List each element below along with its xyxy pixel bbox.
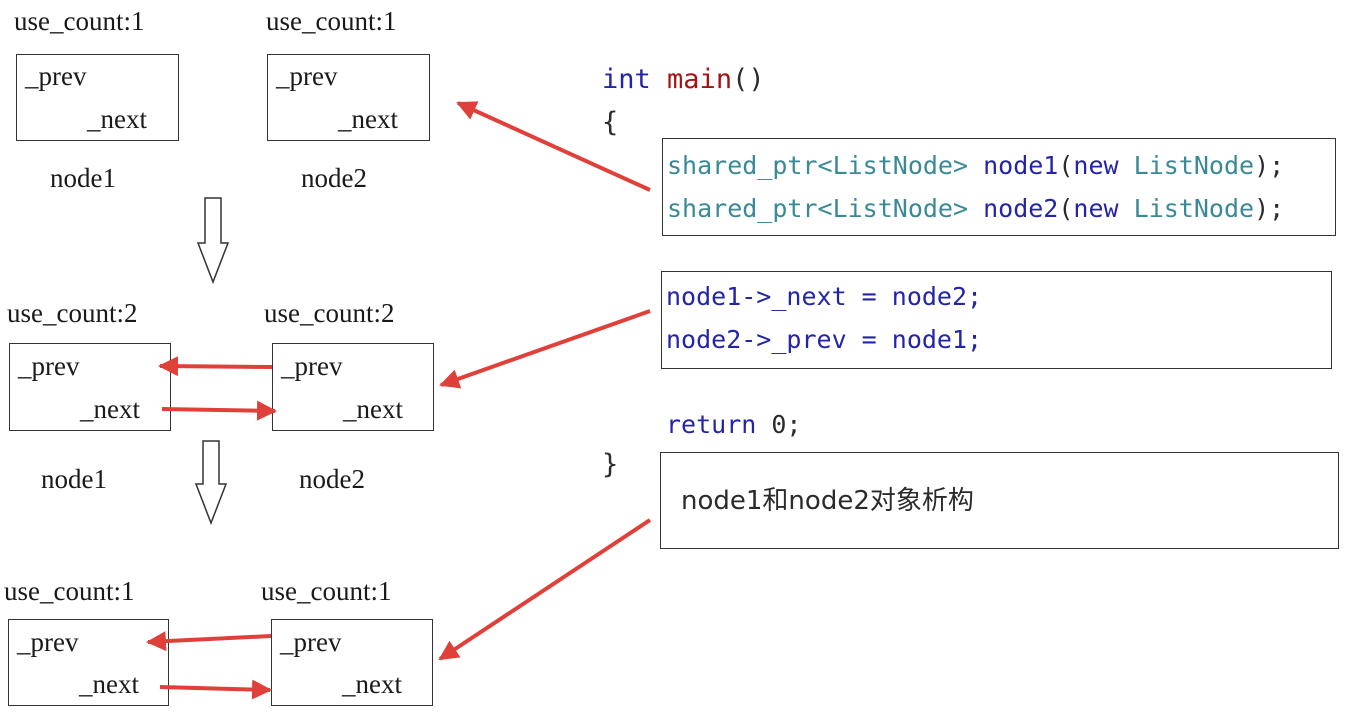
code-line2-var: node2	[983, 194, 1059, 223]
code-return-value: 0;	[771, 410, 802, 439]
code-line-assign-next: node1->_next = node2;	[666, 282, 983, 311]
code-line1-new-keyword: new	[1073, 151, 1119, 180]
code-line-create-node2: shared_ptr<ListNode> node2(new ListNode)…	[667, 194, 1284, 224]
stage-transition-arrow-2	[194, 440, 228, 526]
callout-arrow-create	[456, 101, 651, 192]
stage2-node1-box: _prev _next	[9, 343, 171, 431]
stage2-node2-use-count: use_count:2	[264, 298, 395, 328]
stage1-node2-name: node2	[301, 163, 367, 193]
stage2-node1-use-count: use_count:2	[7, 298, 138, 328]
stage3-node1-next-field: _next	[79, 669, 139, 699]
code-int-keyword: int	[602, 64, 651, 95]
stage1-node1-name: node1	[50, 163, 116, 193]
stage1-node1-next-field: _next	[87, 104, 147, 134]
stage3-node2-box: _prev _next	[271, 619, 433, 706]
destruct-note-text: node1和node2对象析构	[681, 486, 974, 516]
callout-arrow-destruct	[438, 518, 652, 661]
stage3-node1-box: _prev _next	[8, 619, 169, 706]
code-brace-close: }	[602, 449, 619, 480]
code-block-create-nodes: shared_ptr<ListNode> node1(new ListNode)…	[662, 138, 1336, 236]
code-block-link-nodes: node1->_next = node2; node2->_prev = nod…	[661, 271, 1332, 369]
code-brace-open: {	[602, 107, 619, 138]
code-line2-type: shared_ptr<ListNode>	[667, 194, 969, 223]
stage1-node2-prev-field: _prev	[276, 61, 338, 91]
stage1-node1-prev-field: _prev	[25, 61, 87, 91]
code-line2-close: );	[1254, 194, 1285, 223]
code-return-statement: return 0;	[666, 410, 801, 440]
destruct-note-box: node1和node2对象析构	[660, 452, 1339, 549]
stage3-node1-prev-field: _prev	[17, 627, 79, 657]
stage2-node2-name: node2	[299, 464, 365, 494]
stage3-next-pointer-arrow	[159, 679, 272, 700]
code-return-keyword: return	[666, 410, 757, 439]
stage3-node2-prev-field: _prev	[280, 627, 342, 657]
stage1-node1-box: _prev _next	[16, 54, 179, 141]
stage1-node2-use-count: use_count:1	[266, 6, 397, 36]
stage1-node2-box: _prev _next	[267, 54, 430, 141]
code-main-signature: int main()	[602, 65, 765, 95]
code-line-assign-prev: node2->_prev = node1;	[666, 325, 983, 354]
code-line1-close: );	[1254, 151, 1285, 180]
stage2-node2-prev-field: _prev	[281, 351, 343, 381]
stage2-node1-next-field: _next	[80, 394, 140, 424]
stage3-node2-use-count: use_count:1	[261, 576, 392, 606]
code-main-parens: ()	[732, 64, 765, 95]
stage2-node2-next-field: _next	[343, 394, 403, 424]
stage-transition-arrow-1	[196, 197, 230, 285]
code-line2-open: (	[1058, 194, 1074, 223]
code-main-function: main	[667, 64, 733, 95]
stage3-node2-next-field: _next	[342, 669, 402, 699]
stage2-node2-box: _prev _next	[272, 343, 434, 431]
stage1-node2-next-field: _next	[338, 104, 398, 134]
stage2-node1-prev-field: _prev	[18, 351, 80, 381]
code-line1-var: node1	[983, 151, 1059, 180]
code-line-create-node1: shared_ptr<ListNode> node1(new ListNode)…	[667, 151, 1284, 181]
stage1-node1-use-count: use_count:1	[14, 6, 145, 36]
code-line1-open: (	[1058, 151, 1074, 180]
callout-arrow-link	[439, 309, 651, 389]
stage3-node1-use-count: use_count:1	[4, 576, 135, 606]
stage2-next-pointer-arrow	[161, 400, 277, 421]
code-line2-new-keyword: new	[1073, 194, 1119, 223]
stage2-prev-pointer-arrow	[158, 356, 273, 377]
code-line1-class: ListNode	[1133, 151, 1255, 180]
code-line1-type: shared_ptr<ListNode>	[667, 151, 969, 180]
stage2-node1-name: node1	[41, 464, 107, 494]
code-line2-class: ListNode	[1133, 194, 1255, 223]
